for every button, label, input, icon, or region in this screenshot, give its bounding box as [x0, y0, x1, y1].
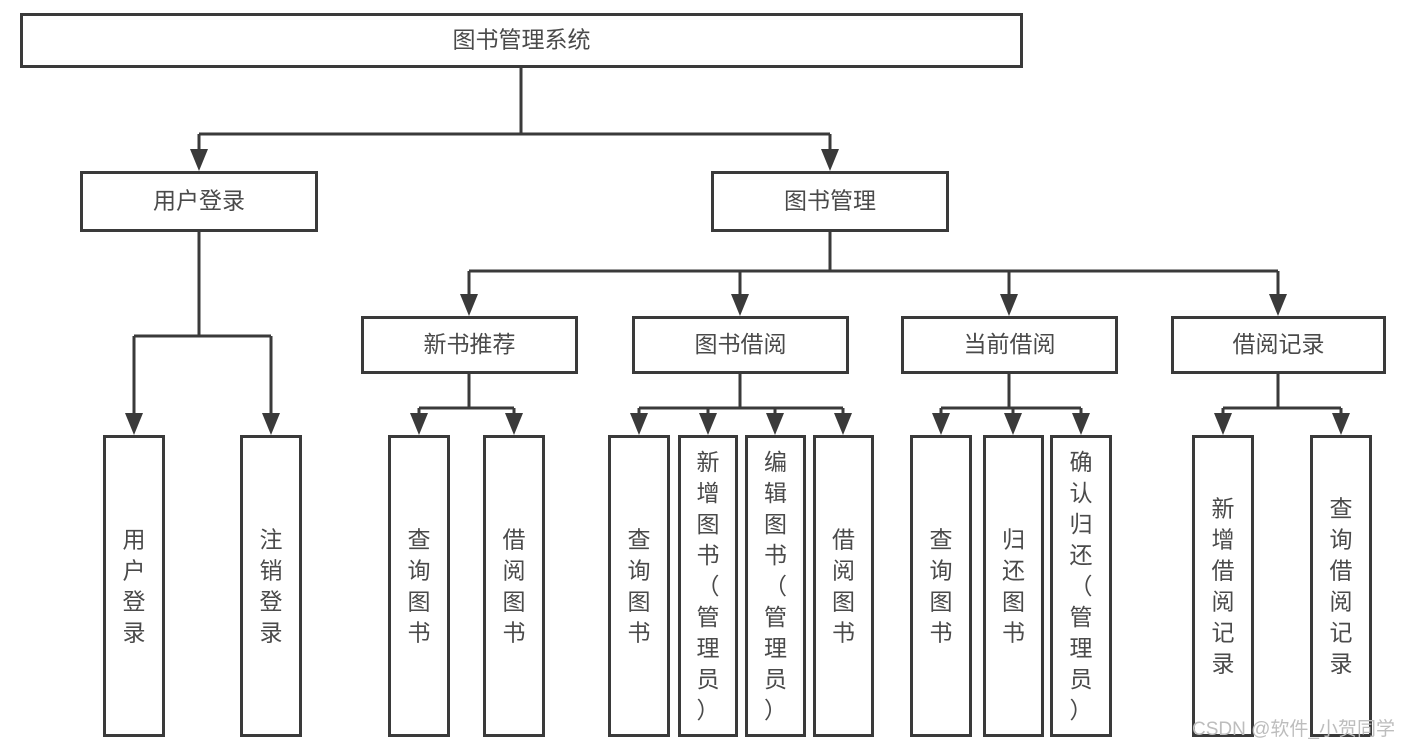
conn-bookmanage-to-level3: [460, 232, 1287, 316]
node-book-borrow[interactable]: 图书借阅: [632, 316, 849, 374]
node-label-leaf-add-book: 新增图书（管理员）: [697, 449, 720, 723]
node-leaf-edit-book[interactable]: 编辑图书（管理员）: [745, 435, 806, 737]
node-box-leaf-query-book-3: [910, 435, 972, 737]
node-box-leaf-user-login: [103, 435, 165, 737]
node-new-book-rec[interactable]: 新书推荐: [361, 316, 578, 374]
node-leaf-confirm-return[interactable]: 确认归还（管理员）: [1050, 435, 1112, 737]
node-box-leaf-confirm-return: [1050, 435, 1112, 737]
arrowhead-icon: [460, 294, 478, 316]
arrowhead-icon: [1072, 413, 1090, 435]
node-label-leaf-query-record: 查询借阅记录: [1330, 496, 1353, 677]
node-box-leaf-borrow-book-1: [483, 435, 545, 737]
csdn-watermark: CSDN @软件_小贺同学: [1192, 719, 1395, 740]
node-label-current-borrow: 当前借阅: [964, 331, 1056, 357]
arrowhead-icon: [1332, 413, 1350, 435]
node-label-leaf-confirm-return: 确认归还（管理员）: [1070, 449, 1093, 723]
node-label-leaf-user-login: 用户登录: [123, 527, 146, 646]
node-box-new-book-rec: [361, 316, 578, 374]
node-label-new-book-rec: 新书推荐: [424, 331, 516, 357]
node-label-leaf-add-record: 新增借阅记录: [1212, 496, 1235, 677]
node-box-leaf-query-book-1: [388, 435, 450, 737]
arrowhead-icon: [834, 413, 852, 435]
node-leaf-query-book-1[interactable]: 查询图书: [388, 435, 450, 737]
conn-userlogin-to-leaves: [125, 232, 280, 435]
node-box-current-borrow: [901, 316, 1118, 374]
node-book-manage[interactable]: 图书管理: [711, 171, 949, 232]
node-box-user-login: [80, 171, 318, 232]
node-leaf-add-record[interactable]: 新增借阅记录: [1192, 435, 1254, 737]
node-label-leaf-user-logout: 注销登录: [260, 527, 283, 646]
arrowhead-icon: [766, 413, 784, 435]
node-borrow-record[interactable]: 借阅记录: [1171, 316, 1386, 374]
node-root[interactable]: 图书管理系统: [20, 13, 1023, 68]
node-leaf-query-book-2[interactable]: 查询图书: [608, 435, 670, 737]
conn-bookborrow-to-leaves: [630, 374, 852, 435]
node-label-leaf-borrow-book-2: 借阅图书: [832, 527, 855, 646]
node-box-leaf-borrow-book-2: [813, 435, 874, 737]
node-box-leaf-edit-book: [745, 435, 806, 737]
arrowhead-icon: [190, 149, 208, 171]
node-layer: 图书管理系统用户登录图书管理新书推荐图书借阅当前借阅借阅记录用户登录注销登录查询…: [20, 13, 1386, 737]
node-label-user-login: 用户登录: [153, 188, 245, 214]
node-label-leaf-borrow-book-1: 借阅图书: [503, 527, 526, 646]
node-box-leaf-user-logout: [240, 435, 302, 737]
node-box-book-borrow: [632, 316, 849, 374]
connector-layer: [125, 68, 1350, 435]
arrowhead-icon: [821, 149, 839, 171]
node-label-leaf-edit-book: 编辑图书（管理员）: [764, 449, 787, 723]
arrowhead-icon: [505, 413, 523, 435]
node-label-book-manage: 图书管理: [784, 188, 876, 214]
arrowhead-icon: [125, 413, 143, 435]
node-leaf-return-book[interactable]: 归还图书: [983, 435, 1044, 737]
node-box-leaf-add-record: [1192, 435, 1254, 737]
node-box-leaf-add-book: [678, 435, 738, 737]
node-box-leaf-return-book: [983, 435, 1044, 737]
arrowhead-icon: [731, 294, 749, 316]
node-leaf-borrow-book-1[interactable]: 借阅图书: [483, 435, 545, 737]
arrowhead-icon: [1000, 294, 1018, 316]
node-box-leaf-query-book-2: [608, 435, 670, 737]
arrowhead-icon: [1269, 294, 1287, 316]
node-box-root: [20, 13, 1023, 68]
conn-newbook-to-leaves: [410, 374, 523, 435]
node-leaf-user-login[interactable]: 用户登录: [103, 435, 165, 737]
node-leaf-query-record[interactable]: 查询借阅记录: [1310, 435, 1372, 737]
node-user-login[interactable]: 用户登录: [80, 171, 318, 232]
node-leaf-query-book-3[interactable]: 查询图书: [910, 435, 972, 737]
node-leaf-borrow-book-2[interactable]: 借阅图书: [813, 435, 874, 737]
node-leaf-add-book[interactable]: 新增图书（管理员）: [678, 435, 738, 737]
arrowhead-icon: [630, 413, 648, 435]
conn-root-to-level2: [190, 68, 839, 171]
node-label-leaf-return-book: 归还图书: [1002, 527, 1025, 646]
arrowhead-icon: [262, 413, 280, 435]
node-box-book-manage: [711, 171, 949, 232]
node-label-leaf-query-book-3: 查询图书: [930, 527, 953, 646]
arrowhead-icon: [699, 413, 717, 435]
node-leaf-user-logout[interactable]: 注销登录: [240, 435, 302, 737]
node-box-borrow-record: [1171, 316, 1386, 374]
arrowhead-icon: [1004, 413, 1022, 435]
node-box-leaf-query-record: [1310, 435, 1372, 737]
conn-borrowrecord-to-leaves: [1214, 374, 1350, 435]
node-current-borrow[interactable]: 当前借阅: [901, 316, 1118, 374]
node-label-borrow-record: 借阅记录: [1233, 331, 1325, 357]
arrowhead-icon: [410, 413, 428, 435]
node-label-leaf-query-book-2: 查询图书: [628, 527, 651, 646]
arrowhead-icon: [932, 413, 950, 435]
node-label-leaf-query-book-1: 查询图书: [408, 527, 431, 646]
arrowhead-icon: [1214, 413, 1232, 435]
node-label-book-borrow: 图书借阅: [695, 331, 787, 357]
node-label-root: 图书管理系统: [453, 27, 591, 53]
conn-currentborrow-to-leaves: [932, 374, 1090, 435]
